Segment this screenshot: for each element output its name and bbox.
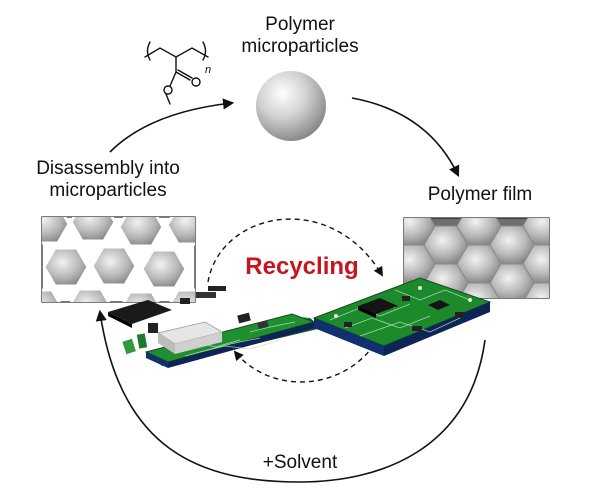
disassembly-label-line1: Disassembly into [36, 158, 180, 179]
assembled-circuit-board [312, 277, 492, 356]
repeat-unit-subscript: n [205, 64, 212, 76]
arrow-particles-to-film [351, 97, 460, 178]
disassembly-label: Disassembly into microparticles [8, 158, 208, 202]
disassembled-particles-box [41, 216, 196, 303]
arrow-disassembly-to-particles [109, 98, 235, 153]
solvent-label: +Solvent [262, 452, 338, 473]
arrow-solvent-return [95, 309, 486, 483]
polymer-microparticles-label-line1: Polymer [265, 14, 335, 35]
polymer-film-label: Polymer film [427, 184, 533, 205]
disassembled-circuit-board [108, 286, 322, 368]
dashed-arrow-upper [207, 218, 384, 283]
polymer-structure-icon [144, 41, 209, 105]
recycling-label: Recycling [245, 253, 359, 280]
disassembly-label-line2: microparticles [49, 180, 167, 201]
dashed-arrow-lower [233, 344, 375, 383]
polymer-microparticles-label-line2: microparticles [241, 36, 359, 57]
polymer-microparticle-sphere [256, 71, 326, 141]
polymer-microparticles-label: Polymer microparticles [225, 14, 375, 58]
